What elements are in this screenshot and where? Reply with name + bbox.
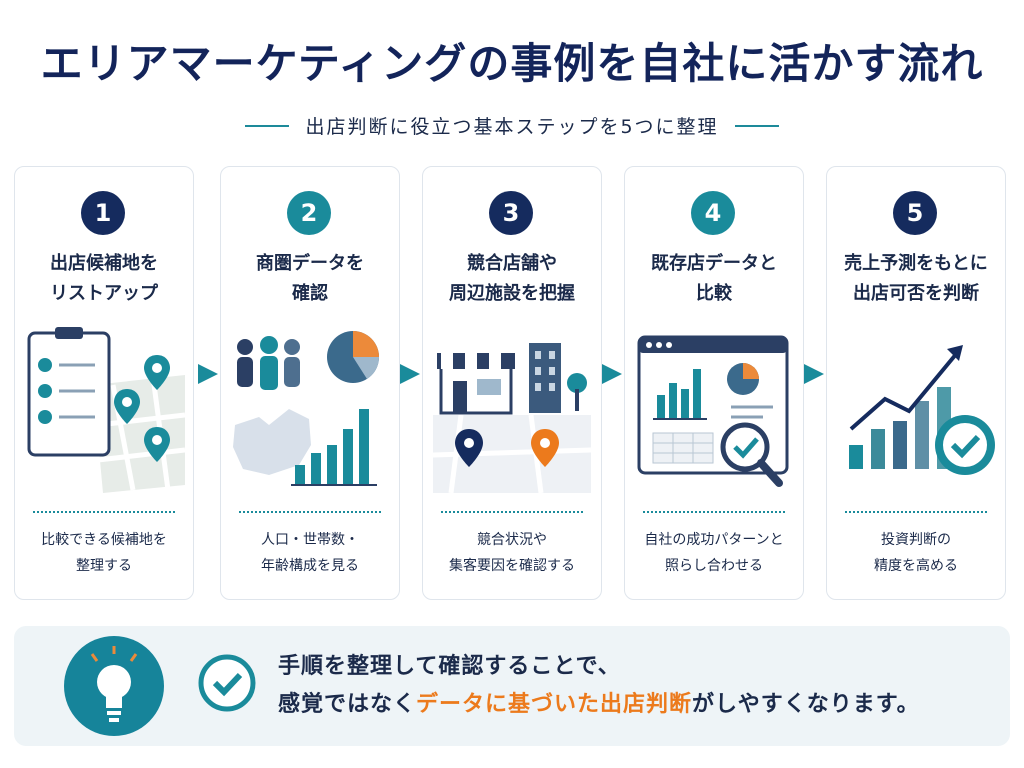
step-title-5: 売上予測をもとに出店可否を判断: [844, 253, 988, 304]
step-number-4: 4: [691, 191, 735, 235]
divider: [643, 511, 785, 513]
step-desc-2: 人口・世帯数・年齢構成を見る: [261, 532, 359, 574]
people-pie-chart-icon: [233, 331, 380, 486]
step-number-3: 3: [489, 191, 533, 235]
step-title-4: 既存店データと比較: [651, 253, 777, 304]
summary-message: 手順を整理して確認することで、 感覚ではなくデータに基づいた出店判断がしやすくな…: [278, 648, 920, 724]
step-desc-4: 自社の成功パターンと照らし合わせる: [644, 532, 784, 574]
step-title-2: 商圏データを確認: [256, 253, 364, 304]
divider: [239, 511, 381, 513]
step-card-3: 3 競合店舗や周辺施設を把握 競合状況や集客要因を確認する: [422, 166, 602, 600]
step-desc-1: 比較できる候補地を整理する: [41, 532, 167, 574]
divider: [845, 511, 987, 513]
step-desc-3: 競合状況や集客要因を確認する: [449, 532, 575, 574]
arrow-right-icon: [602, 364, 622, 384]
step-card-2: 2 商圏データを確認 人口・世帯数・年齢構成を見る: [220, 166, 400, 600]
dashboard-magnifier-icon: [637, 335, 789, 487]
divider: [33, 511, 175, 513]
step-card-1: 1 出店候補地をリストアップ 比較できる候補地を整理する: [14, 166, 194, 600]
summary-box: 手順を整理して確認することで、 感覚ではなくデータに基づいた出店判断がしやすくな…: [14, 626, 1010, 746]
summary-line-1: 手順を整理して確認することで、: [278, 654, 621, 679]
summary-highlight: データに基づいた出店判断: [416, 692, 693, 717]
step-number-1: 1: [81, 191, 125, 235]
step-title-3: 競合店舗や周辺施設を把握: [449, 253, 575, 304]
check-circle-icon: [198, 654, 256, 712]
arrow-right-icon: [198, 364, 218, 384]
step-desc-5: 投資判断の精度を高める: [874, 532, 958, 574]
page-title: エリアマーケティングの事例を自社に活かす流れ: [40, 39, 984, 88]
divider: [441, 511, 583, 513]
store-map-icon: [432, 343, 592, 494]
lightbulb-icon: [64, 636, 164, 736]
step-number-5: 5: [893, 191, 937, 235]
clipboard-map-icon: [27, 327, 185, 493]
subtitle-line-right: [734, 124, 779, 127]
growth-chart-check-icon: [849, 345, 995, 475]
arrow-right-icon: [804, 364, 824, 384]
subtitle-row: 出店判断に役立つ基本ステップを5つに整理: [0, 112, 1024, 139]
arrow-right-icon: [400, 364, 420, 384]
summary-line-2: 感覚ではなくデータに基づいた出店判断がしやすくなります。: [278, 692, 920, 717]
step-card-4: 4 既存店データと比較 自社の成功パターンと照らし合わせる: [624, 166, 804, 600]
subtitle: 出店判断に役立つ基本ステップを5つに整理: [305, 116, 719, 138]
step-number-2: 2: [287, 191, 331, 235]
step-card-5: 5 売上予測をもとに出店可否を判断 投資判断の精度を高める: [826, 166, 1006, 600]
step-title-1: 出店候補地をリストアップ: [50, 253, 158, 304]
subtitle-line-left: [245, 124, 290, 127]
